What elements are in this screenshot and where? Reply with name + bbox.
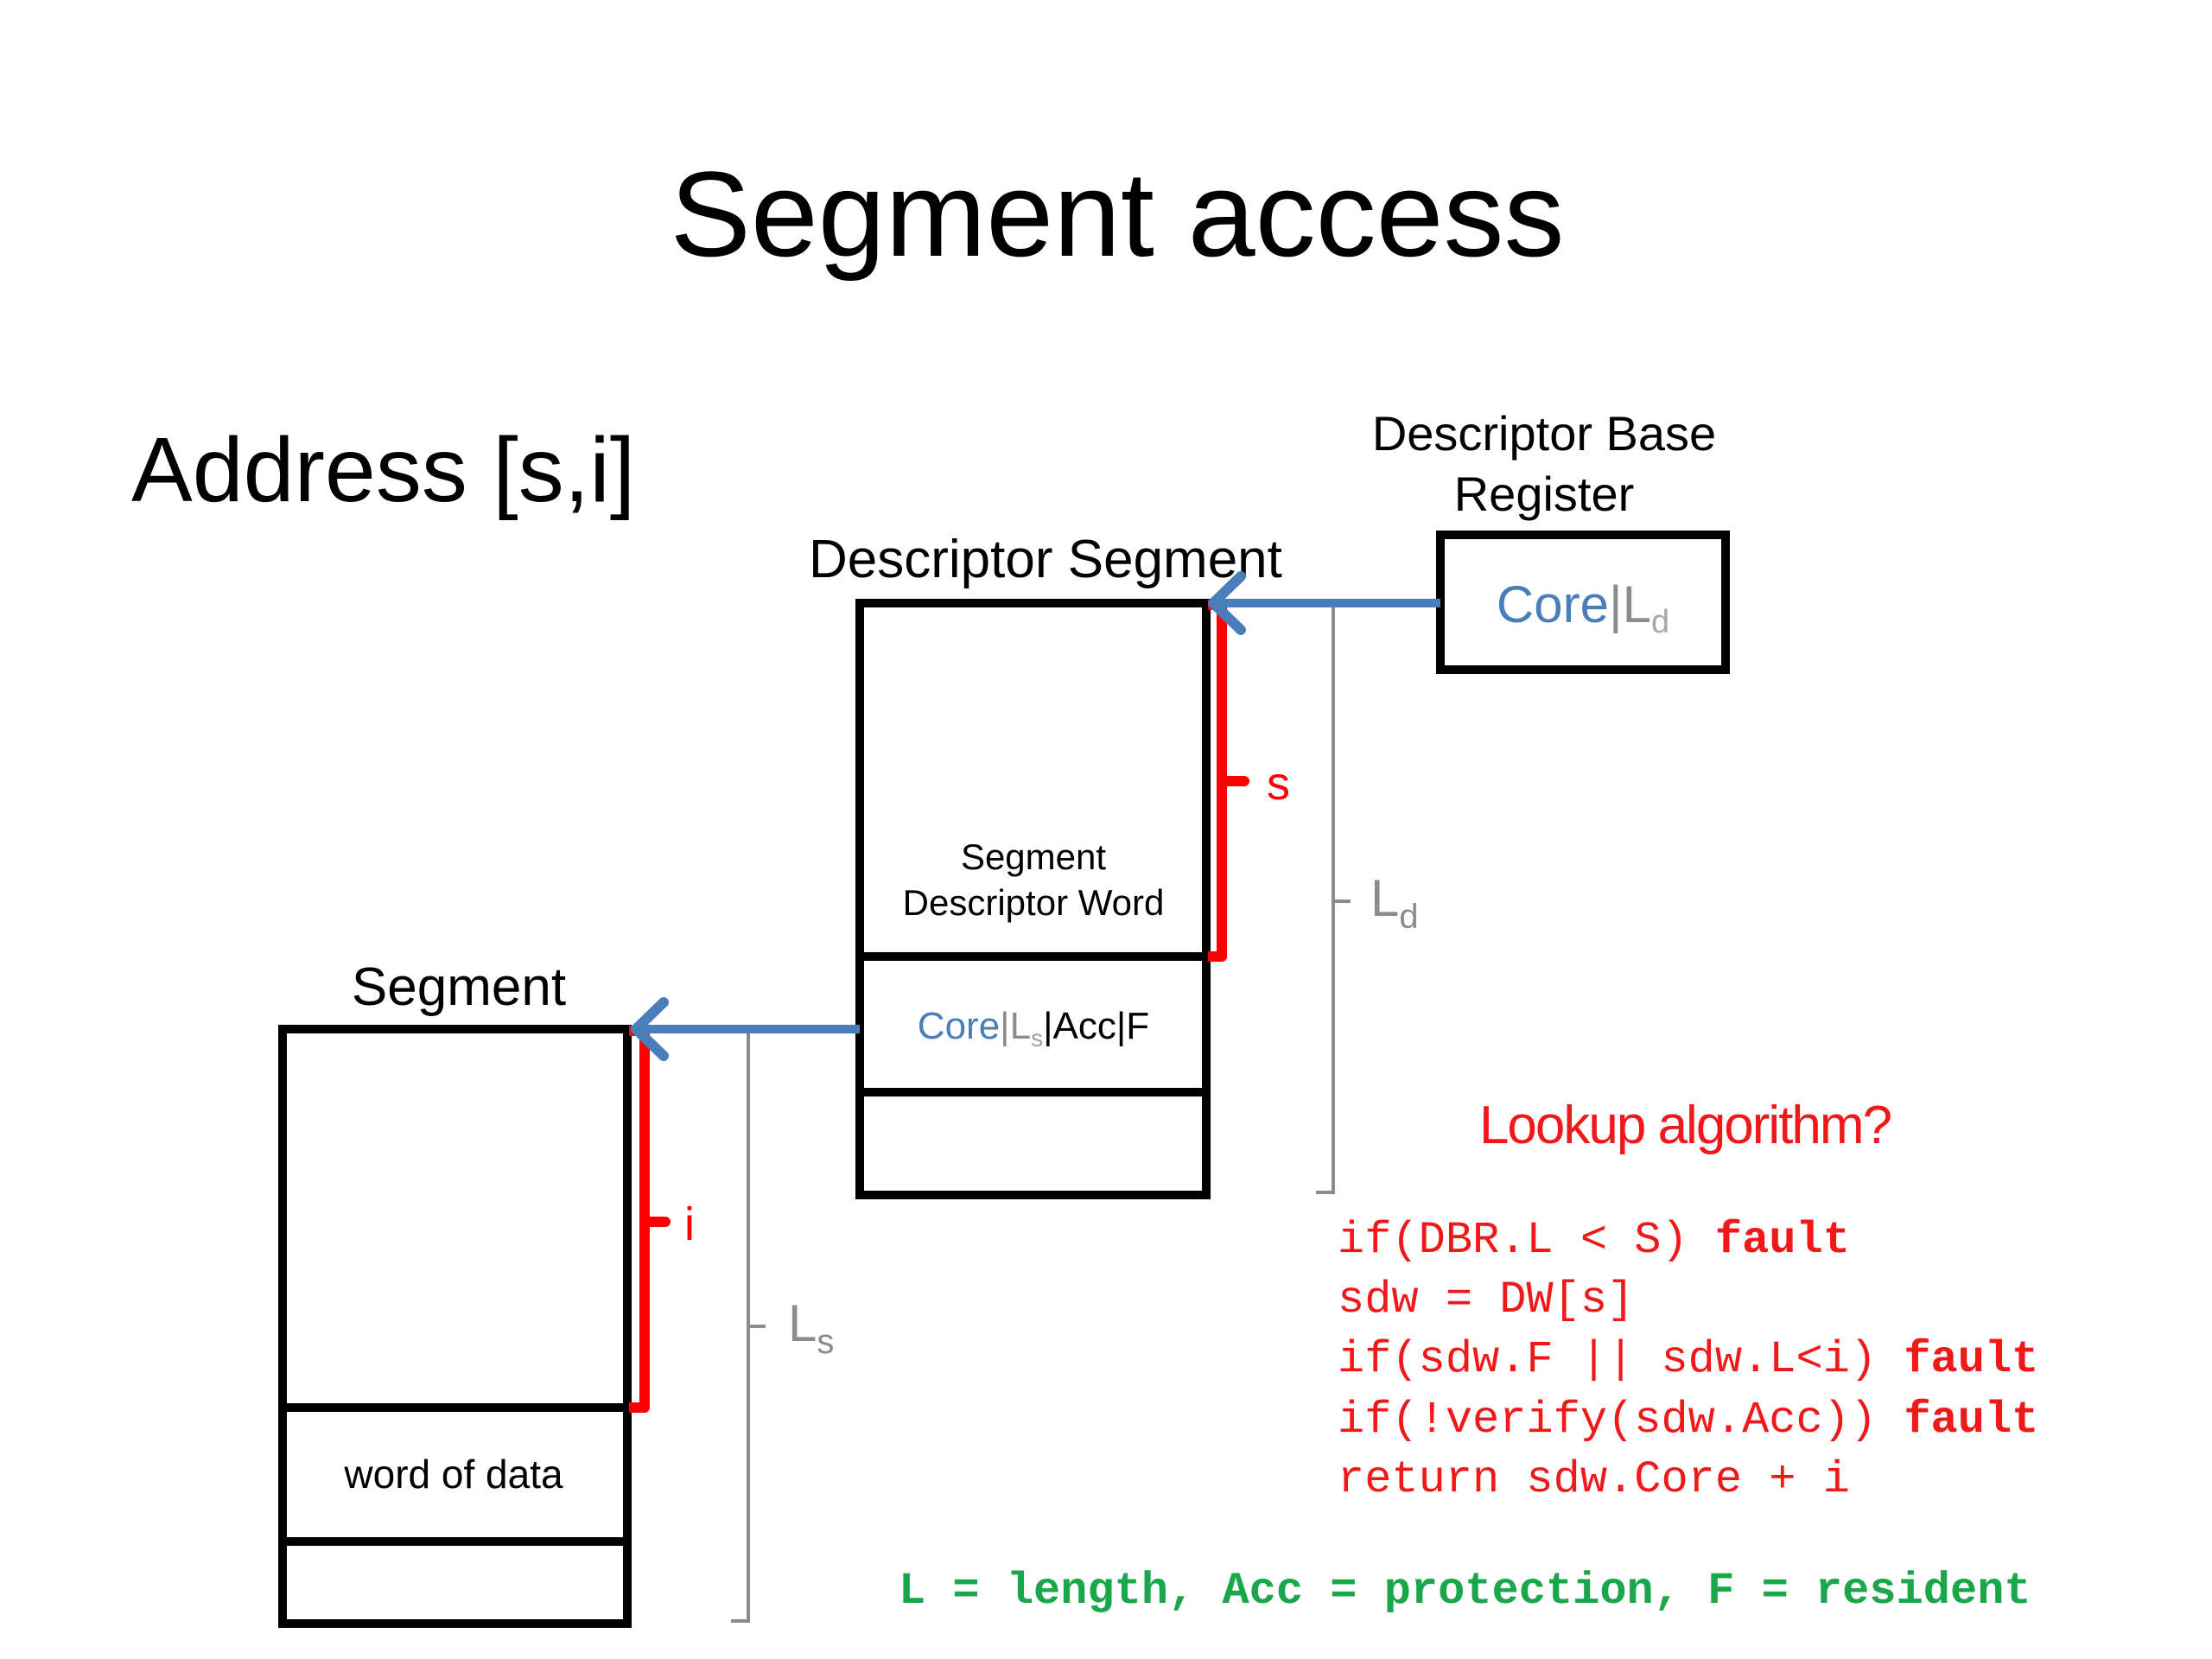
- sdw-acc-f: |Acc|F: [1043, 1005, 1149, 1047]
- dbr-core: Core: [1497, 575, 1609, 633]
- sdw-length: L: [1010, 1005, 1031, 1047]
- sdw-sep: |: [1000, 1005, 1009, 1047]
- lookup-code: if(DBR.L < S) fault sdw = DW[s] if(sdw.F…: [1338, 1215, 2038, 1505]
- code-text: if(DBR.L < S): [1338, 1215, 1715, 1266]
- ls-l: L: [788, 1294, 817, 1352]
- code-keyword-fault: fault: [1715, 1215, 1850, 1266]
- segment-label: Segment: [352, 957, 566, 1017]
- dbr-sep: |: [1609, 575, 1623, 633]
- ld-l: L: [1370, 869, 1399, 927]
- code-keyword-fault: fault: [1904, 1334, 2038, 1385]
- code-line: if(sdw.F || sdw.L<i) fault: [1338, 1334, 2038, 1385]
- sdw-label-line1: Segment: [961, 836, 1106, 877]
- dbr-length-sub: d: [1651, 604, 1669, 640]
- code-text: return sdw.Core + i: [1338, 1454, 1850, 1505]
- ld-length-bracket: [1316, 604, 1335, 1194]
- code-text: sdw = DW[s]: [1338, 1274, 1634, 1325]
- ls-sub: s: [817, 1323, 834, 1361]
- code-line: sdw = DW[s]: [1338, 1274, 1634, 1325]
- code-keyword-fault: fault: [1904, 1395, 2038, 1446]
- lookup-heading: Lookup algorithm?: [1479, 1096, 1891, 1155]
- ls-length-label: Ls: [788, 1294, 834, 1361]
- dbr-arrow-head-icon: [1208, 571, 1246, 635]
- code-text: if(sdw.F || sdw.L<i): [1338, 1334, 1904, 1385]
- code-line: if(DBR.L < S) fault: [1338, 1215, 1850, 1266]
- segment-box: [278, 1025, 632, 1628]
- word-of-data-label: word of data: [343, 1452, 563, 1497]
- sdw-label-line2: Descriptor Word: [903, 882, 1165, 923]
- ld-length-label: Ld: [1370, 869, 1419, 936]
- dbr-length: L: [1623, 575, 1651, 633]
- s-offset-label: s: [1267, 758, 1290, 810]
- address-label: Address [s,i]: [131, 419, 635, 521]
- legend-text: L = length, Acc = protection, F = reside…: [899, 1566, 2031, 1617]
- ld-sub: d: [1399, 898, 1418, 936]
- sdw-length-sub: s: [1031, 1025, 1043, 1052]
- sdw-core: Core: [918, 1005, 1000, 1047]
- dbr-content: Core|Ld: [1497, 575, 1669, 640]
- dbr-label-line1: Descriptor Base: [1372, 406, 1716, 461]
- code-line: return sdw.Core + i: [1338, 1454, 1850, 1505]
- descriptor-segment-label: Descriptor Segment: [809, 530, 1282, 589]
- sdw-arrow-head-icon: [631, 997, 669, 1061]
- ls-length-bracket: [731, 1027, 750, 1623]
- dbr-label-line2: Register: [1454, 467, 1635, 521]
- sdw-content: Core|Ls|Acc|F: [918, 1005, 1149, 1052]
- slide-title: Segment access: [671, 146, 1565, 282]
- code-line: if(!verify(sdw.Acc)) fault: [1338, 1395, 2038, 1446]
- code-text: if(!verify(sdw.Acc)): [1338, 1395, 1904, 1446]
- i-offset-label: i: [684, 1198, 695, 1250]
